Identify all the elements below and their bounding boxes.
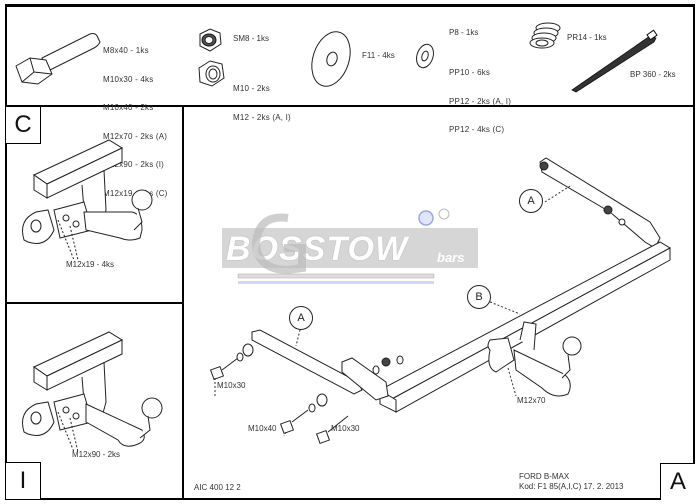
hex-nut-icon xyxy=(198,60,225,87)
towbar-variant-i-drawing xyxy=(22,331,163,453)
product-code-date: Kod: F1 85(A,I,C) 17. 2. 2013 xyxy=(519,482,624,491)
callout-a-left: A xyxy=(289,306,313,330)
watermark-overlay-logo xyxy=(237,208,450,284)
towbar-variant-c-drawing xyxy=(22,139,153,261)
drawing-code: AIC 400 12 2 xyxy=(194,483,241,492)
spring-washer-label: PR14 - 1ks xyxy=(567,33,607,42)
variant-c-label: C xyxy=(5,106,41,144)
washer-icon xyxy=(416,43,434,69)
left-panel-divider xyxy=(182,105,184,500)
cable-tie-label: BP 360 - 2ks xyxy=(630,70,676,79)
nut-list: M10 - 2ks M12 - 2ks (A, I) xyxy=(233,65,291,132)
cable-tie-icon xyxy=(571,29,658,93)
watermark-sub: bars xyxy=(437,250,465,265)
hex-bolt-icon xyxy=(15,33,101,85)
spring-washer-icon xyxy=(529,22,561,49)
drawing-frame xyxy=(5,4,695,500)
variant-a-label: A xyxy=(660,463,695,500)
flat-washer-label: F11 - 4ks xyxy=(362,51,395,60)
washer-p8-label: P8 - 1ks xyxy=(449,28,479,37)
towbar-assembly-drawing xyxy=(209,157,672,445)
header-divider xyxy=(5,105,695,107)
bolt-spec: M10x30 - 4ks xyxy=(103,74,154,84)
nut-spec: M12 - 2ks (A, I) xyxy=(233,112,291,122)
vehicle-model: FORD B-MAX xyxy=(519,472,570,481)
callout-a-right: A xyxy=(519,189,543,213)
nut-spec: M10 - 2ks xyxy=(233,84,270,93)
washer-list: PP10 - 6ks PP12 - 2ks (A, I) PP12 - 4ks … xyxy=(449,49,511,144)
washer-spec: PP12 - 2ks (A, I) xyxy=(449,96,512,106)
bolt-label-m10x40: M10x40 xyxy=(248,424,277,433)
bolt-spec: M8x40 - 1ks xyxy=(103,46,149,55)
variant-i-label: I xyxy=(5,462,41,500)
lock-nut-label: SM8 - 1ks xyxy=(233,34,270,43)
variant-c-bolt-label: M12x19 - 4ks xyxy=(66,260,115,269)
washer-spec: PP10 - 6ks xyxy=(449,68,491,77)
left-panel-split xyxy=(5,302,183,304)
bolt-spec: M10x40 - 2ks xyxy=(103,103,154,112)
large-washer-icon xyxy=(311,31,351,87)
variant-i-bolt-label: M12x90 - 2ks xyxy=(72,450,121,459)
washer-spec: PP12 - 4ks (C) xyxy=(449,125,505,134)
lock-nut-icon xyxy=(199,28,222,52)
bolt-label-m10x30-center: M10x30 xyxy=(331,424,360,433)
bolt-label-m12x70: M12x70 xyxy=(517,396,546,405)
bolt-spec: M12x70 - 2ks (A) xyxy=(103,131,168,141)
bolt-label-m10x30-left: M10x30 xyxy=(217,381,246,390)
callout-b: B xyxy=(467,285,491,309)
